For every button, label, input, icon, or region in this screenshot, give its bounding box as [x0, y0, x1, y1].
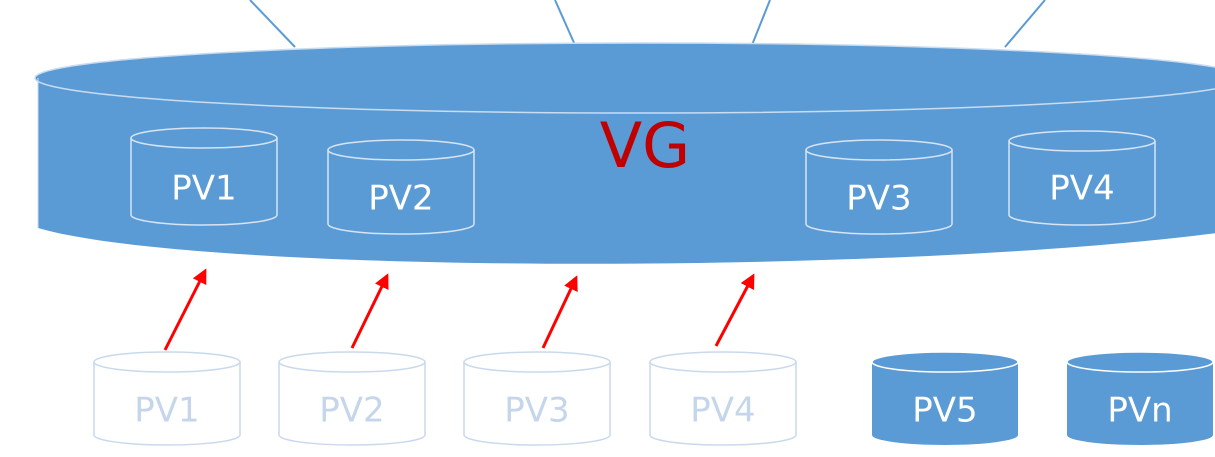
added-pv-cylinder: PV3 [463, 351, 611, 446]
vg-pv-label: PV4 [1049, 169, 1114, 209]
added-pv-label: PV2 [319, 391, 384, 431]
add-arrow [541, 275, 578, 349]
available-pv-cylinder: PVn [1066, 351, 1214, 445]
vg-pv-label: PV3 [846, 179, 911, 219]
available-pv-label: PV5 [912, 391, 977, 431]
vg-label: VG [600, 109, 690, 182]
added-pv-label: PV3 [504, 391, 569, 431]
added-pv-group: PV1 PV2 PV3 PV4 [93, 351, 797, 446]
add-arrows [163, 268, 755, 351]
available-pv-cylinder: PV5 [871, 351, 1019, 445]
added-pv-cylinder: PV1 [93, 351, 241, 446]
top-connector-lines [249, 0, 1046, 48]
vg-body [38, 78, 1215, 264]
added-pv-cylinder: PV2 [278, 351, 426, 446]
add-arrow [350, 273, 389, 349]
volume-group-disk: VG [34, 42, 1215, 264]
connector-line [554, 0, 576, 46]
vg-pv-cylinder: PV2 [327, 139, 475, 235]
add-arrow [714, 273, 755, 347]
connector-line [751, 0, 771, 46]
add-arrow [163, 268, 207, 351]
vg-pv-cylinder: PV4 [1008, 130, 1156, 226]
added-pv-label: PV4 [690, 391, 755, 431]
vg-pv-label: PV1 [171, 169, 236, 209]
connector-line [249, 0, 296, 48]
vg-pv-group: PV1 PV2 PV3 PV4 [130, 127, 1156, 235]
vg-pv-cylinder: PV3 [805, 139, 953, 235]
added-pv-cylinder: PV4 [649, 351, 797, 446]
connector-line [1004, 0, 1046, 48]
vg-pv-label: PV2 [368, 179, 433, 219]
vg-pv-cylinder: PV1 [130, 127, 278, 226]
vg-top [34, 42, 1215, 114]
available-pv-label: PVn [1107, 391, 1172, 431]
added-pv-label: PV1 [134, 391, 199, 431]
available-pv-group: PV5 PVn [871, 351, 1214, 445]
